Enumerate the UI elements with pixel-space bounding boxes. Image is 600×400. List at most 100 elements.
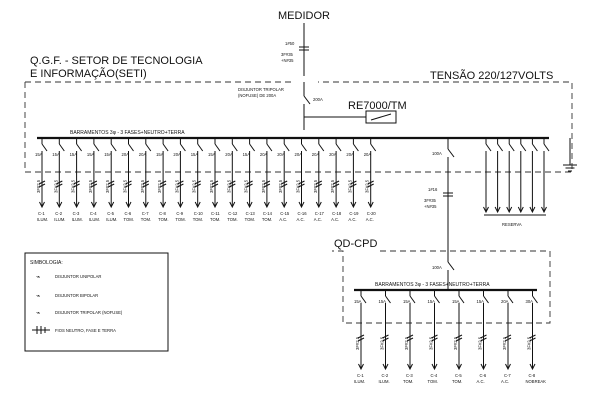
cable-label: 3F#2,5 <box>88 179 93 193</box>
feeder-breaker-rating: 100A <box>432 151 442 156</box>
cable-tick <box>504 337 512 342</box>
breaker-rating: 15A <box>104 152 112 157</box>
circuit-label: C-4 <box>431 373 438 378</box>
arrow-icon <box>281 201 288 209</box>
cable-label: 3F#2,5 <box>105 179 110 193</box>
breaker-switch <box>385 295 391 304</box>
breaker-switch <box>532 295 538 304</box>
circuit-label: C-11 <box>211 211 220 216</box>
circuit-label: C-8 <box>159 211 166 216</box>
single-pole-breaker-icon: ⌁ <box>36 273 40 281</box>
cable-tick <box>431 337 438 342</box>
reserve-breaker-switch <box>543 143 550 152</box>
cable-tick <box>73 183 80 188</box>
reserve-breaker-switch <box>497 143 504 152</box>
breaker-switch <box>128 143 134 152</box>
breaker-switch <box>231 143 238 152</box>
cable-tick <box>263 183 271 188</box>
circuit-label: C-3 <box>406 373 413 378</box>
load-label: A.C. <box>279 217 287 222</box>
legend-title: SIMBOLOGIA: <box>30 260 63 266</box>
qgf-circuit-branches: 15A3F#2,5C-1ILUM.15A3F#2,5C-2ILUM.15A3F#… <box>35 138 376 222</box>
reserve-label: RESERVA <box>502 222 522 227</box>
load-label: TOM. <box>141 217 151 222</box>
arrow-icon <box>529 206 536 214</box>
cable-tick <box>480 334 487 339</box>
cable-label: 3F#2,5 <box>123 179 128 193</box>
breaker-rating: 30A <box>526 299 534 304</box>
qgf-busbar-label: BARRAMENTOS 3φ - 3 FASES+NEUTRO+TERRA <box>70 130 185 136</box>
cable-tick <box>194 180 201 185</box>
feeder-cable-label: +N#35 <box>424 204 437 209</box>
breaker-switch <box>370 143 377 152</box>
breaker-switch <box>483 295 489 304</box>
load-label: ILUM. <box>54 217 65 222</box>
breaker-rating: 15A <box>243 152 251 157</box>
main-breaker-rating: 200A <box>313 97 323 102</box>
arrow-icon <box>367 201 374 209</box>
arrow-icon <box>177 201 184 209</box>
cable-label: 3F#2,5 <box>192 179 197 193</box>
breaker-switch <box>179 143 186 152</box>
breaker-switch <box>76 143 83 152</box>
cable-tick <box>56 183 63 188</box>
qgf-panel-outline <box>24 81 573 173</box>
cable-tick <box>367 183 374 188</box>
cable-tick <box>315 180 323 185</box>
cable-tick <box>159 180 167 185</box>
circuit-label: C-1 <box>357 373 364 378</box>
cable-label: 3F#2,5 <box>53 179 58 193</box>
breaker-rating: 15A <box>52 152 60 157</box>
cable-tick <box>280 180 288 185</box>
circuit-label: C-6 <box>480 373 487 378</box>
reserve-breaker-switch <box>520 143 527 152</box>
cable-label: 3F#2,5 <box>355 336 360 350</box>
breaker-rating: 15A <box>191 152 199 157</box>
breaker-rating: 20A <box>277 152 285 157</box>
cable-tick <box>211 180 219 185</box>
circuit-label: C-7 <box>504 373 511 378</box>
cable-label: 3F#2,5 <box>478 336 483 350</box>
arrow-icon <box>298 201 305 209</box>
breaker-switch <box>335 143 342 152</box>
cable-tick <box>332 180 340 185</box>
breaker-rating: 15A <box>70 152 78 157</box>
load-label: TOM. <box>124 217 134 222</box>
circuit-label: C-20 <box>367 211 377 216</box>
load-label: TOM. <box>175 217 185 222</box>
cable-tick <box>298 183 305 188</box>
circuit-label: C-4 <box>90 211 97 216</box>
load-label: TOM. <box>452 379 462 384</box>
circuit-label: C-13 <box>246 211 256 216</box>
circuit-label: C-5 <box>107 211 114 216</box>
load-label: ILUM. <box>37 217 48 222</box>
circuit-label: C-1 <box>38 211 45 216</box>
main-breaker-label: (NOFUSE) DE 200A <box>238 93 276 98</box>
load-label: TOM. <box>245 217 255 222</box>
meter-cable-label: 3F#35 <box>281 52 294 57</box>
breaker-rating: 20A <box>139 152 147 157</box>
load-label: ILUM. <box>89 217 100 222</box>
legend-item: FIOS NEUTRO, FASE E TERRA <box>55 328 116 333</box>
cable-tick <box>107 183 115 188</box>
breaker-switch <box>283 143 290 152</box>
cable-tick <box>159 183 167 188</box>
arrow-icon <box>431 363 438 371</box>
cable-tick <box>367 180 374 185</box>
breaker-switch <box>266 143 273 152</box>
cable-label: 3F#2,5 <box>226 179 231 193</box>
cable-tick <box>504 334 512 339</box>
arrow-icon <box>212 201 218 209</box>
cable-tick <box>406 334 414 339</box>
load-label: TOM. <box>210 217 220 222</box>
cable-tick <box>125 180 132 185</box>
breaker-rating: 15A <box>35 152 43 157</box>
